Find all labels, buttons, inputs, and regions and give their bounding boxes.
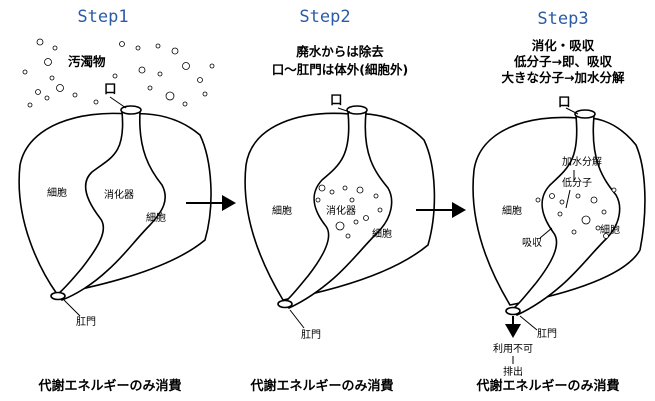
- low-molecule-label: 低分子: [562, 176, 592, 189]
- anus-opening: [277, 299, 293, 309]
- organ-label: 消化器: [104, 188, 134, 201]
- unusable-label: 利用不可: [493, 343, 533, 355]
- anus-label: 肛門: [301, 329, 321, 341]
- mouth-label: 口: [558, 94, 571, 109]
- step1-title: Step1: [77, 7, 128, 27]
- molecule-particles: [535, 187, 617, 239]
- step3-desc-line3: 大きな分子→加水分解: [502, 70, 625, 85]
- cell-label-left: 細胞: [272, 204, 292, 217]
- step2-desc-line1: 廃水からは除去: [296, 44, 384, 59]
- mouth-label: 口: [104, 81, 117, 96]
- mouth-opening: [574, 109, 596, 119]
- ingested-particles: [315, 184, 383, 239]
- step3-title: Step3: [537, 9, 588, 29]
- pollutant-particles: [22, 38, 215, 108]
- panel-step2: Step2 廃水からは除去 口～肛門は体外(細胞外) 口 細胞 消化器 細胞 肛…: [244, 7, 436, 394]
- step2-desc-line2: 口～肛門は体外(細胞外): [272, 62, 408, 77]
- step3-desc-line1: 消化・吸収: [532, 38, 595, 53]
- anus-label: 肛門: [76, 316, 96, 328]
- panel-step3: Step3 消化・吸収 低分子→即、吸収 大きな分子→加水分解 口 細胞 細胞 …: [472, 9, 646, 394]
- step3-footer: 代謝エネルギーのみ消費: [475, 378, 619, 394]
- cell-label-right: 細胞: [372, 227, 392, 240]
- cell-label-left: 細胞: [502, 204, 522, 217]
- absorb-label: 吸収: [522, 237, 542, 249]
- anus-opening: [505, 306, 521, 316]
- anus-label: 肛門: [537, 328, 557, 340]
- step1-pollutant-label: 汚濁物: [68, 54, 106, 69]
- mouth-opening: [346, 105, 368, 115]
- anus-opening: [50, 291, 66, 301]
- step3-desc-line2: 低分子→即、吸収: [513, 54, 612, 69]
- step2-title: Step2: [299, 7, 350, 27]
- mouth-label: 口: [330, 92, 343, 107]
- digestive-tube: [283, 111, 393, 310]
- excrete-label: 排出: [503, 365, 523, 378]
- organ-label: 消化器: [326, 204, 356, 217]
- panel-step1: Step1 汚濁物 口 細胞 消化器 細胞 肛門 代謝エネルギーのみ消費: [18, 7, 215, 394]
- cell-label-right: 細胞: [146, 211, 166, 224]
- hydrolysis-label: 加水分解: [562, 155, 602, 168]
- step2-footer: 代謝エネルギーのみ消費: [249, 378, 393, 394]
- cell-label-right: 細胞: [600, 223, 620, 236]
- step1-footer: 代謝エネルギーのみ消費: [37, 378, 181, 394]
- cell-label-left: 細胞: [47, 186, 67, 199]
- digestive-tube: [511, 115, 621, 317]
